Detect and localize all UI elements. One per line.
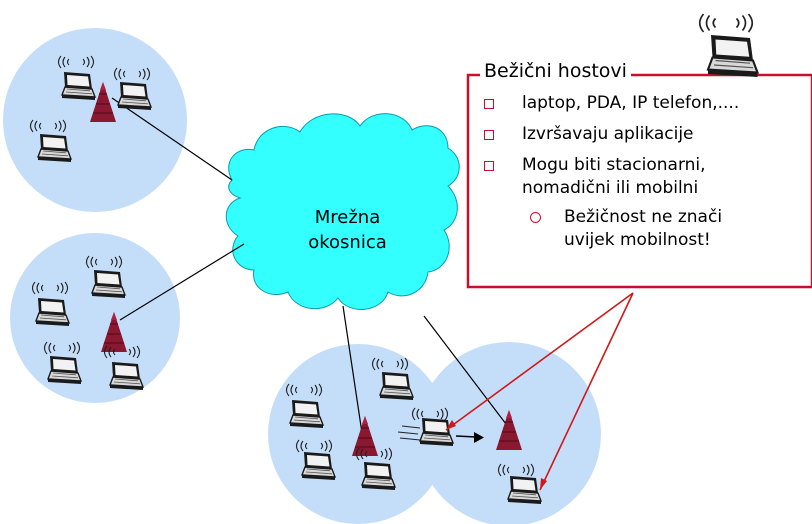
laptop-icon <box>289 399 324 429</box>
cloud-label: Mrežna okosnica <box>280 205 415 255</box>
bullet-text: laptop, PDA, IP telefon,.... <box>522 93 740 113</box>
sub-bullet-text: Bežičnost ne znači <box>564 207 723 227</box>
pointer-arrowhead <box>540 478 547 490</box>
laptop-icon <box>706 33 759 79</box>
network-cloud-icon <box>225 113 460 310</box>
cloud-label-line2: okosnica <box>308 232 387 253</box>
laptop-icon <box>361 461 396 491</box>
laptop-icon <box>301 451 336 481</box>
laptop-icon <box>37 133 72 163</box>
mobile-laptop-icon <box>419 417 454 447</box>
laptop-icon <box>379 371 414 401</box>
motion-lines <box>397 425 421 441</box>
square-bullet-icon <box>484 161 494 171</box>
callout-box <box>466 73 812 289</box>
square-bullet-icon <box>484 130 494 140</box>
callout-title: Bežični hostovi <box>480 60 631 82</box>
sub-bullet-item: Bežičnost ne znači uvijek mobilnost! <box>482 206 807 252</box>
laptop-icon <box>109 361 144 391</box>
link-tower-3 <box>342 305 363 434</box>
bullet-text-continued: nomadični ili mobilni <box>522 178 699 198</box>
bullet-item: laptop, PDA, IP telefon,.... <box>482 92 807 115</box>
laptop-icon <box>47 355 82 385</box>
movement-arrow <box>455 432 484 443</box>
wireless-signal-icon <box>698 13 754 33</box>
laptop-icon <box>507 475 542 505</box>
link-tower-4 <box>423 315 507 425</box>
callout-bullet-list: laptop, PDA, IP telefon,.... Izvršavaju … <box>482 92 807 260</box>
sub-bullet-text-continued: uvijek mobilnost! <box>564 230 711 250</box>
bullet-item: Izvršavaju aplikacije <box>482 123 807 146</box>
bullet-item: Mogu biti stacionarni, nomadični ili mob… <box>482 154 807 200</box>
circle-bullet-icon <box>530 212 541 223</box>
cloud-label-line1: Mrežna <box>314 207 381 228</box>
pointer-arrowhead <box>446 420 456 430</box>
callout-pointers <box>445 292 634 491</box>
coverage-cell-mid-left <box>10 233 180 403</box>
bullet-text: Mogu biti stacionarni, <box>522 155 706 175</box>
link-tower-1 <box>111 97 233 181</box>
laptop-icon <box>35 297 70 327</box>
laptop-icon <box>61 71 96 101</box>
link-tower-2 <box>119 243 245 321</box>
square-bullet-icon <box>484 99 494 109</box>
laptop-icon <box>117 81 152 111</box>
laptop-icon <box>91 269 126 299</box>
bullet-text: Izvršavaju aplikacije <box>522 124 694 144</box>
